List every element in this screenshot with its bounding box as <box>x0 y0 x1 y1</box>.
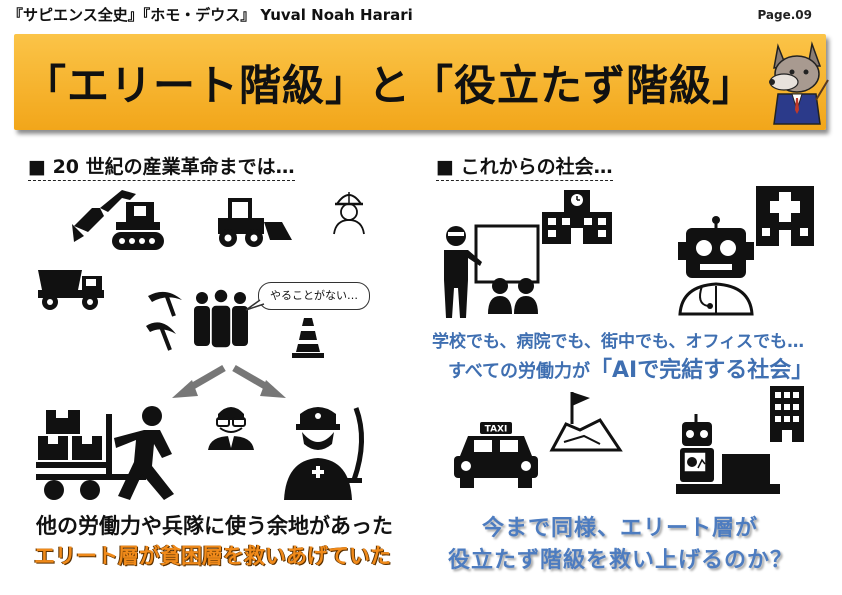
dump-truck-icon <box>38 270 104 310</box>
left-section-title: ■ 20 世紀の産業革命までは… <box>28 152 295 181</box>
businessman-icon <box>208 407 254 450</box>
crowd-icon <box>194 288 248 349</box>
robot-doctor-icon <box>678 216 754 316</box>
wolf-mascot-icon <box>769 41 829 125</box>
soldier-icon <box>284 407 365 500</box>
pickaxe-icon <box>146 291 182 351</box>
school-icon <box>542 190 612 244</box>
arrow-left-down-icon <box>172 364 226 398</box>
forklift-icon <box>218 198 292 247</box>
right-line1: 学校でも、病院でも、街中でも、オフィスでも… <box>432 332 805 352</box>
left-highlight: エリート層が貧困層を救いあげていた <box>34 544 391 568</box>
page-title: 「エリート階級」と「役立たず階級」 <box>24 61 756 110</box>
hospital-icon <box>756 186 814 246</box>
title-banner <box>14 34 826 130</box>
teacher-icon <box>444 224 540 318</box>
worker-helmet-icon <box>333 192 365 235</box>
traffic-cone-icon <box>292 318 324 358</box>
right-line2-prefix: すべての労働力が <box>448 361 591 382</box>
question-line2: 役立たず階級を救い上げるのか？ <box>448 548 794 573</box>
header-book-title: 『サピエンス全史』『ホモ・デウス』 Yuval Noah Harari <box>8 6 413 24</box>
page-number: Page.09 <box>757 8 812 22</box>
taxi-label: TAXI <box>485 425 508 435</box>
right-line2: すべての労働力が「AIで完結する社会」 <box>448 352 813 384</box>
speech-bubble-tail <box>245 299 265 311</box>
hand-truck-worker-icon <box>36 406 174 500</box>
excavator-icon <box>72 190 164 250</box>
right-line2-highlight: 「AIで完結する社会」 <box>590 358 814 383</box>
robot-office-icon <box>676 414 780 494</box>
map-flag-icon <box>549 392 623 452</box>
left-caption: 他の労働力や兵隊に使う余地があった <box>36 514 393 538</box>
office-building-icon <box>770 386 804 442</box>
speech-bubble: やることがない… <box>258 282 370 310</box>
arrow-right-down-icon <box>232 364 286 398</box>
taxi-icon: TAXI <box>454 422 538 488</box>
right-section-title: ■ これからの社会… <box>436 152 613 181</box>
question-line1: 今まで同様、エリート層が <box>482 516 759 541</box>
